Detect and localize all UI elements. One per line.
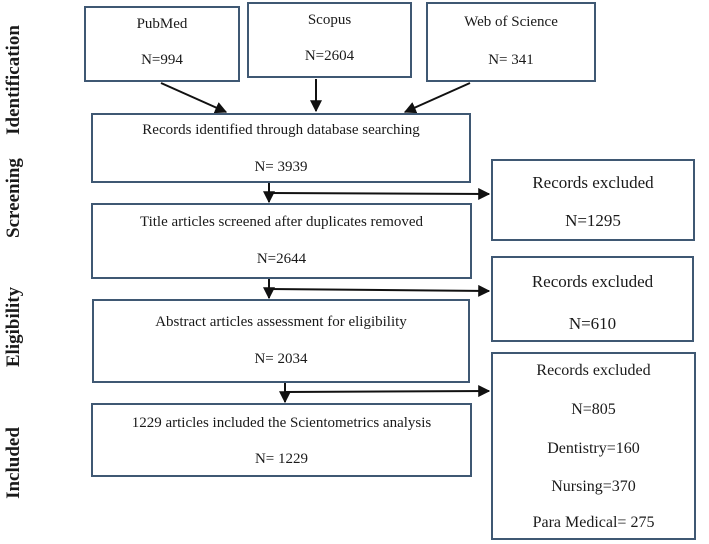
arrow-wos-to-records [403, 82, 471, 114]
abstract-assessment-box: Abstract articles assessment for eligibi… [92, 299, 470, 383]
excluded-box-eligibility: Records excluded N=610 [491, 256, 694, 342]
records-identified-box: Records identified through database sear… [91, 113, 471, 183]
excluded-breakdown-nursing: Nursing=370 [551, 478, 636, 495]
excluded-label: Records excluded [531, 272, 654, 291]
title-screened-count: N=2644 [256, 251, 307, 267]
source-name: PubMed [136, 16, 188, 32]
source-box-scopus: Scopus N=2604 [247, 2, 412, 78]
included-analysis-label: 1229 articles included the Scientometric… [131, 415, 432, 431]
included-analysis-box: 1229 articles included the Scientometric… [91, 403, 472, 477]
excluded-count: N=610 [568, 314, 617, 333]
source-count: N= 341 [488, 52, 534, 68]
source-box-pubmed: PubMed N=994 [84, 6, 240, 82]
arrow-pubmed-to-records [160, 82, 228, 114]
arrow-abstract-to-excluded-3 [284, 385, 491, 398]
abstract-assessment-label: Abstract articles assessment for eligibi… [155, 314, 407, 330]
arrow-title-to-excluded-1 [268, 187, 491, 200]
excluded-label: Records excluded [532, 173, 654, 192]
records-identified-count: N= 3939 [254, 159, 308, 175]
included-analysis-count: N= 1229 [254, 451, 309, 467]
excluded-label: Records excluded [536, 362, 651, 379]
excluded-box-included: Records excluded N=805 Dentistry=160 Nur… [491, 352, 696, 540]
abstract-assessment-count: N= 2034 [254, 351, 308, 367]
records-identified-label: Records identified through database sear… [142, 122, 420, 138]
source-count: N=2604 [304, 48, 355, 64]
source-count: N=994 [141, 52, 183, 68]
excluded-breakdown-dentistry: Dentistry=160 [547, 440, 640, 457]
source-box-web-of-science: Web of Science N= 341 [426, 2, 596, 82]
source-name: Web of Science [464, 14, 558, 30]
source-name: Scopus [307, 12, 352, 28]
title-screened-label: Title articles screened after duplicates… [139, 214, 424, 230]
excluded-count: N=805 [571, 401, 616, 418]
excluded-breakdown-para-medical: Para Medical= 275 [532, 514, 655, 531]
arrow-abstract-to-excluded-2 [268, 284, 491, 297]
excluded-count: N=1295 [565, 211, 621, 230]
title-screened-box: Title articles screened after duplicates… [91, 203, 472, 279]
excluded-box-screening: Records excluded N=1295 [491, 159, 695, 241]
